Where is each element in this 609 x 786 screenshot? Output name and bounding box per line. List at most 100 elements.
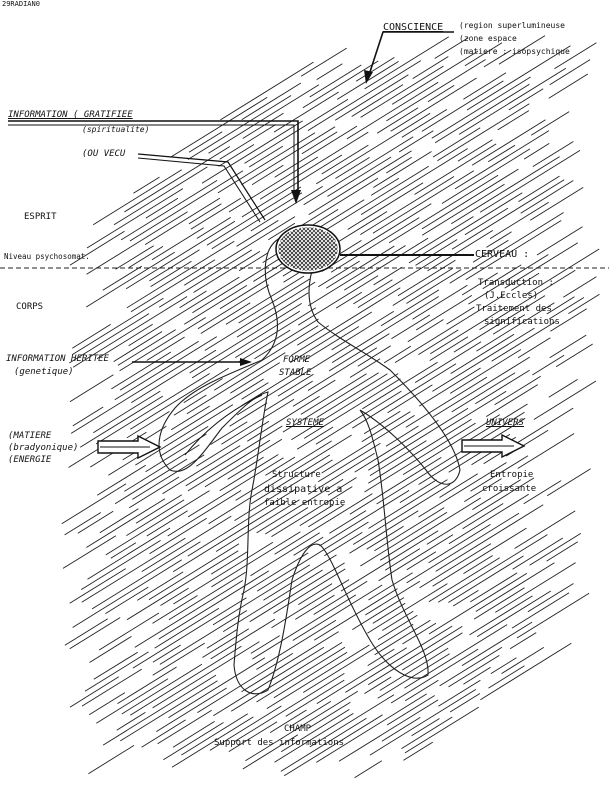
hatch-stroke	[62, 535, 117, 569]
brain-hatch-stroke	[278, 228, 297, 247]
hatch-stroke	[475, 562, 555, 612]
hatch-stroke	[353, 279, 393, 305]
hatch-stroke	[512, 537, 564, 570]
hatch-stroke	[321, 203, 432, 272]
hatch-stroke	[128, 246, 164, 268]
hatch-stroke	[532, 141, 574, 167]
hatch-stroke	[234, 459, 333, 521]
hatch-stroke	[290, 434, 352, 473]
hatch-stroke	[402, 622, 437, 645]
hatch-stroke	[307, 60, 422, 131]
structure-line-2: dissipative a	[264, 484, 343, 495]
hatch-stroke	[132, 597, 247, 669]
hatch-stroke	[399, 479, 437, 503]
hatch-stroke	[183, 378, 223, 403]
systeme-label: SYSTEME	[286, 418, 324, 428]
hatch-stroke	[327, 156, 392, 197]
genetique-label: (genetique)	[14, 367, 74, 377]
hatch-stroke	[435, 504, 544, 572]
hatch-stroke	[69, 313, 150, 364]
hatch-stroke	[338, 699, 439, 762]
brain-hatch-stroke	[290, 231, 326, 267]
hatch-stroke	[244, 98, 349, 164]
hatch-stroke	[548, 379, 578, 398]
hatch-stroke	[241, 82, 302, 121]
hatch-stroke	[343, 237, 429, 291]
brain-hatch-stroke	[287, 232, 324, 269]
hatch-stroke	[274, 493, 373, 555]
hatch-stroke	[352, 597, 405, 630]
hatch-stroke	[129, 170, 244, 242]
hatch-stroke	[546, 296, 575, 315]
hatch-stroke	[197, 653, 294, 713]
hatch-stroke	[451, 179, 565, 250]
hatch-stroke	[487, 144, 516, 163]
hatch-stroke	[383, 345, 412, 364]
hatch-stroke	[128, 276, 240, 347]
hatch-stroke	[289, 311, 373, 363]
hatch-stroke	[351, 84, 404, 117]
structure-line-1: Structure	[272, 470, 321, 480]
hatch-stroke	[152, 644, 181, 663]
hatch-stroke	[483, 49, 512, 68]
hatch-stroke	[473, 587, 525, 620]
hatch-stroke	[236, 292, 309, 338]
hatch-stroke	[475, 369, 530, 405]
hatch-stroke	[111, 351, 172, 390]
hatch-stroke	[516, 592, 590, 639]
hatch-stroke	[536, 226, 583, 256]
hatch-stroke	[197, 284, 270, 330]
hatch-stroke	[421, 80, 504, 132]
hatch-stroke	[355, 57, 395, 82]
hatch-stroke	[247, 395, 320, 442]
hatch-stroke	[472, 479, 522, 510]
hatch-stroke	[388, 174, 499, 244]
hatch-stroke	[86, 188, 184, 249]
conscience-pointer	[367, 31, 454, 79]
hatch-stroke	[406, 551, 437, 571]
hatch-stroke	[114, 336, 218, 401]
hatch-stroke	[463, 666, 491, 685]
hatch-stroke	[187, 439, 271, 492]
hatch-stroke	[213, 325, 319, 391]
hatch-stroke	[158, 249, 253, 308]
hatch-stroke	[185, 425, 283, 487]
hatch-stroke	[285, 679, 345, 717]
hatch-stroke	[380, 289, 440, 327]
info-gratifiee-label: INFORMATION ( GRATIFIEE	[8, 110, 133, 120]
hatch-stroke	[196, 217, 231, 239]
hatch-stroke	[461, 621, 533, 666]
hatch-stroke	[210, 551, 248, 575]
hatch-stroke	[428, 573, 528, 635]
hatch-stroke	[133, 176, 160, 194]
forme-connector	[184, 394, 263, 456]
hatch-stroke	[374, 507, 445, 552]
brain-hatch-stroke	[306, 227, 336, 257]
hatch-stroke	[283, 714, 383, 777]
brain-hatch-stroke	[285, 228, 321, 264]
hatch-stroke	[156, 687, 227, 732]
hatch-stroke	[476, 302, 555, 352]
hatch-stroke	[158, 570, 270, 640]
hatch-stroke	[302, 60, 379, 109]
hatch-stroke	[88, 692, 126, 716]
hatch-stroke	[241, 126, 336, 186]
hatch-stroke	[159, 610, 248, 665]
hatch-stroke	[183, 216, 296, 286]
hatch-stroke	[428, 557, 500, 603]
hatch-stroke	[483, 407, 574, 465]
brain-hatch-stroke	[310, 243, 338, 271]
brain-hatch-stroke	[278, 243, 306, 271]
hatch-stroke	[414, 341, 482, 383]
hatch-stroke	[461, 272, 498, 296]
conscience-note-2: (zone espace	[459, 34, 517, 43]
matiere-line-3: (ENERGIE	[8, 455, 52, 465]
hatch-stroke	[130, 367, 230, 430]
hatch-stroke	[438, 679, 481, 707]
hatch-stroke	[465, 220, 562, 281]
hatch-stroke	[126, 411, 170, 439]
hatch-stroke	[296, 325, 330, 346]
hatch-stroke	[266, 644, 370, 709]
hatch-stroke	[187, 95, 292, 160]
hatch-stroke	[377, 614, 418, 640]
